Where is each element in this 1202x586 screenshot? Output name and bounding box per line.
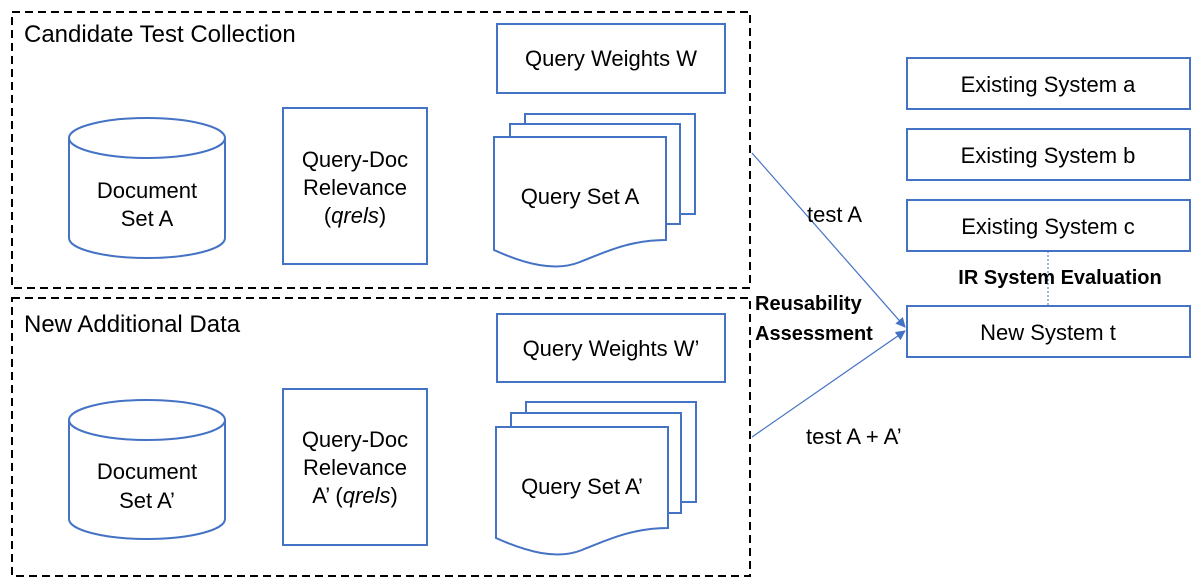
ir-system-evaluation-label: IR System Evaluation [958, 267, 1161, 289]
document-set-a-line1: Document [97, 178, 197, 203]
relevance-a-prime-qrels: qrels [343, 483, 391, 508]
document-set-a-prime-line2: Set A’ [119, 488, 175, 513]
query-weights-w-label: Query Weights W [525, 46, 697, 71]
query-doc-relevance-a-prime-box: Query-Doc Relevance A’ (qrels) [282, 388, 428, 546]
document-set-a-cylinder: Document Set A [68, 117, 226, 259]
new-additional-data-group [11, 297, 751, 577]
document-set-a-prime-line1: Document [97, 459, 197, 484]
test-a-plus-label: test A + A’ [806, 424, 902, 449]
query-weights-w-prime-label: Query Weights W’ [523, 336, 700, 361]
query-weights-w-box: Query Weights W [496, 23, 726, 94]
new-system-t-box: New System t [906, 305, 1191, 358]
reusability-line1: Reusability [755, 293, 863, 315]
query-set-a-stack: Query Set A [493, 113, 696, 268]
relevance-a-prime-line3: A’ (qrels) [312, 483, 398, 508]
additional-group-title: New Additional Data [24, 311, 241, 338]
test-a-label: test A [807, 202, 862, 227]
relevance-line2: Relevance [303, 175, 407, 200]
query-set-a-label: Query Set A [521, 184, 640, 209]
relevance-a-prime-prefix: A’ ( [312, 483, 343, 508]
query-weights-w-prime-box: Query Weights W’ [496, 313, 726, 383]
query-doc-relevance-box: Query-Doc Relevance (qrels) [282, 107, 428, 265]
existing-system-a-box: Existing System a [906, 57, 1191, 110]
relevance-line3: (qrels) [324, 203, 386, 228]
document-set-a-prime-cylinder: Document Set A’ [68, 399, 226, 540]
reusability-line2: Assessment [755, 323, 873, 345]
relevance-a-prime-line1: Query-Doc [302, 427, 408, 452]
existing-system-c-label: Existing System c [961, 214, 1135, 239]
existing-system-b-label: Existing System b [961, 143, 1136, 168]
existing-system-a-label: Existing System a [961, 72, 1137, 97]
query-set-a-prime-label: Query Set A’ [521, 474, 643, 499]
candidate-test-collection-group [11, 11, 751, 289]
relevance-qrels: qrels [331, 203, 379, 228]
new-system-t-label: New System t [980, 320, 1116, 345]
document-set-a-line2: Set A [121, 206, 174, 231]
test-a-plus-arrow [751, 330, 906, 438]
query-set-a-prime-stack: Query Set A’ [495, 401, 697, 556]
relevance-a-prime-line2: Relevance [303, 455, 407, 480]
test-a-arrow [751, 152, 906, 328]
candidate-group-title: Candidate Test Collection [24, 21, 296, 48]
existing-system-b-box: Existing System b [906, 128, 1191, 181]
relevance-line1: Query-Doc [302, 147, 408, 172]
existing-system-c-box: Existing System c [906, 199, 1191, 252]
